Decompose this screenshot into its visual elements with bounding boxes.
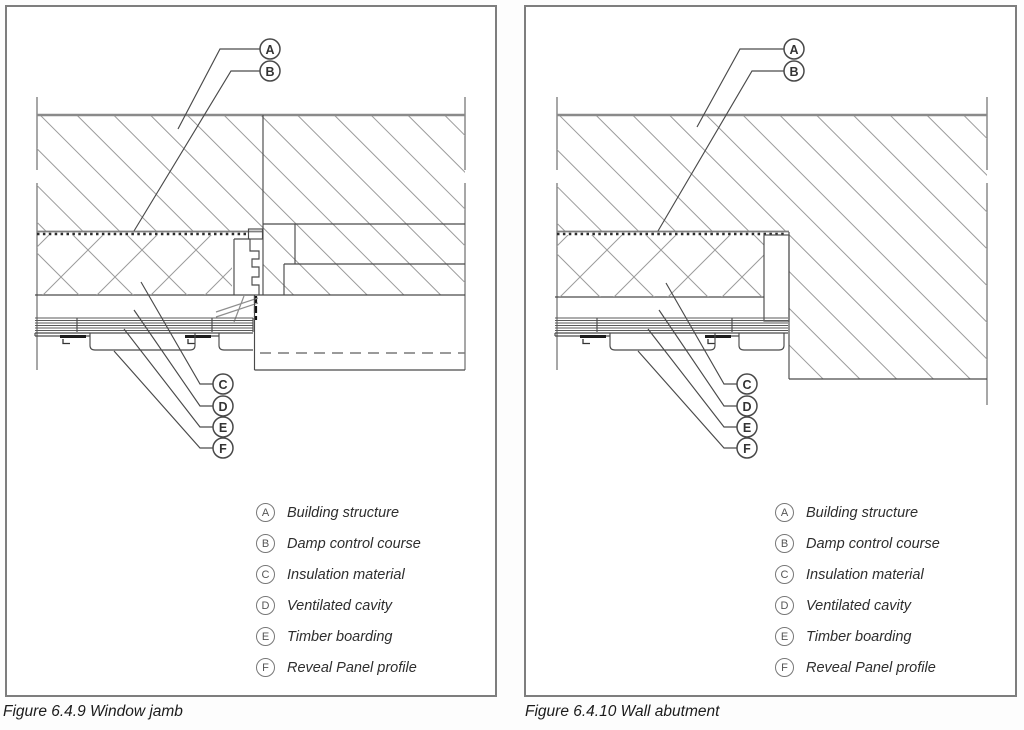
svg-text:C: C <box>742 378 751 392</box>
legend-key-badge: D <box>256 596 275 615</box>
legend-wall-abutment: A Building structure B Damp control cour… <box>775 503 940 689</box>
legend-item: B Damp control course <box>256 534 421 553</box>
figure-caption-window-jamb: Figure 6.4.9 Window jamb <box>3 703 183 720</box>
legend-key-badge: C <box>256 565 275 584</box>
callout-e: E <box>736 416 758 438</box>
reveal-panel-profile <box>34 332 253 351</box>
legend-item: E Timber boarding <box>256 627 421 646</box>
legend-key-badge: F <box>775 658 794 677</box>
legend-label: Timber boarding <box>806 628 912 645</box>
callout-e: E <box>212 416 234 438</box>
legend-key-badge: C <box>775 565 794 584</box>
svg-text:A: A <box>789 43 798 57</box>
legend-label: Timber boarding <box>287 628 393 645</box>
legend-key-badge: E <box>256 627 275 646</box>
callout-b: B <box>783 60 805 82</box>
window-jamb-drawing: A B C D E F <box>34 38 466 459</box>
legend-key-badge: A <box>256 503 275 522</box>
callout-a: A <box>783 38 805 60</box>
legend-item: A Building structure <box>256 503 421 522</box>
legend-window-jamb: A Building structure B Damp control cour… <box>256 503 421 689</box>
wall-abutment-drawing: A B C D E F <box>554 38 988 459</box>
callout-b: B <box>259 60 281 82</box>
svg-text:E: E <box>743 421 751 435</box>
svg-text:B: B <box>265 65 274 79</box>
legend-label: Building structure <box>806 504 919 521</box>
legend-item: C Insulation material <box>775 565 940 584</box>
legend-label: Reveal Panel profile <box>287 659 417 676</box>
legend-item: D Ventilated cavity <box>775 596 940 615</box>
svg-text:B: B <box>789 65 798 79</box>
svg-text:D: D <box>218 400 227 414</box>
leader-lines <box>113 48 260 449</box>
legend-item: D Ventilated cavity <box>256 596 421 615</box>
legend-label: Insulation material <box>806 566 924 583</box>
svg-text:F: F <box>743 442 751 456</box>
callout-d: D <box>736 395 758 417</box>
callout-a: A <box>259 38 281 60</box>
legend-item: F Reveal Panel profile <box>775 658 940 677</box>
legend-label: Damp control course <box>287 535 421 552</box>
figure-caption-wall-abutment: Figure 6.4.10 Wall abutment <box>525 703 720 720</box>
reveal-panel-profile <box>554 332 788 351</box>
figure-panel-wall-abutment: A B C D E F A Building structure B <box>524 5 1017 697</box>
insulation-hatch <box>557 235 764 297</box>
legend-item: C Insulation material <box>256 565 421 584</box>
leader-lines <box>637 48 784 449</box>
timber-boarding-lines <box>555 317 788 332</box>
svg-text:C: C <box>218 378 227 392</box>
legend-item: F Reveal Panel profile <box>256 658 421 677</box>
callout-c: C <box>736 373 758 395</box>
svg-text:E: E <box>219 421 227 435</box>
figure-panel-window-jamb: A B C D E F A Building structure B <box>5 5 497 697</box>
timber-closer-strip <box>763 234 790 322</box>
legend-label: Damp control course <box>806 535 940 552</box>
legend-key-badge: B <box>775 534 794 553</box>
legend-label: Reveal Panel profile <box>806 659 936 676</box>
legend-item: E Timber boarding <box>775 627 940 646</box>
callout-f: F <box>736 437 758 459</box>
insulation-hatch <box>37 235 232 295</box>
callout-c: C <box>212 373 234 395</box>
legend-label: Building structure <box>287 504 400 521</box>
legend-key-badge: D <box>775 596 794 615</box>
legend-label: Insulation material <box>287 566 405 583</box>
legend-label: Ventilated cavity <box>287 597 393 614</box>
svg-text:A: A <box>265 43 274 57</box>
window-frame-lines <box>253 295 465 371</box>
legend-label: Ventilated cavity <box>806 597 912 614</box>
window-frame-profile <box>215 228 264 323</box>
svg-text:D: D <box>742 400 751 414</box>
legend-key-badge: F <box>256 658 275 677</box>
legend-item: A Building structure <box>775 503 940 522</box>
callout-f: F <box>212 437 234 459</box>
callout-d: D <box>212 395 234 417</box>
building-structure-hatch <box>35 113 465 296</box>
legend-item: B Damp control course <box>775 534 940 553</box>
legend-key-badge: B <box>256 534 275 553</box>
legend-key-badge: A <box>775 503 794 522</box>
svg-text:F: F <box>219 442 227 456</box>
legend-key-badge: E <box>775 627 794 646</box>
